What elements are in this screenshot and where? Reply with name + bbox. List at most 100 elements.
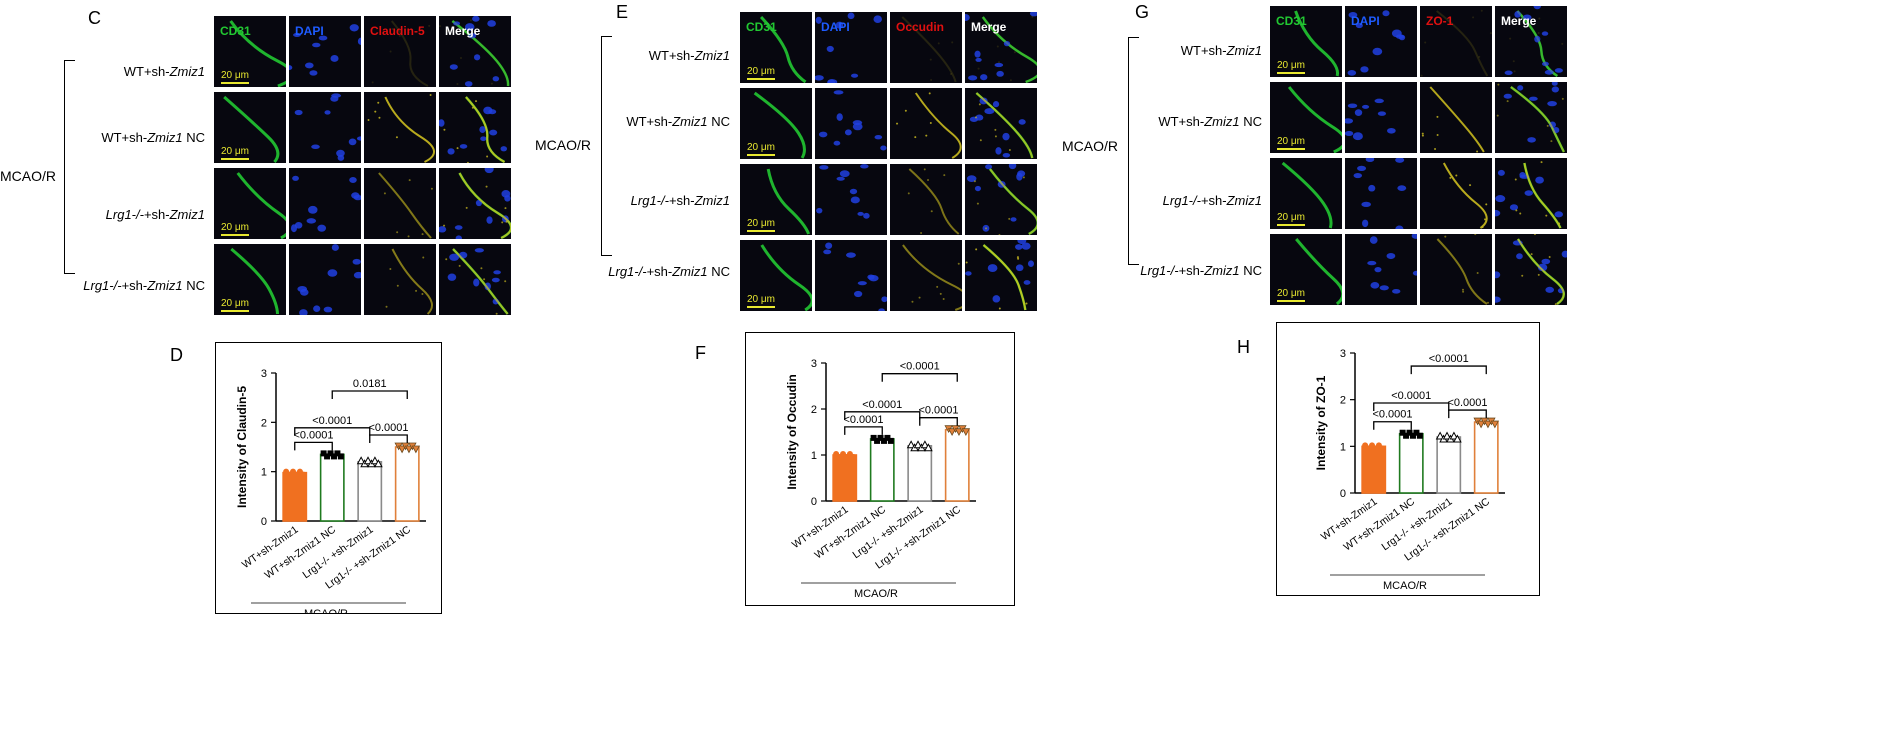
nucleus-stain bbox=[1021, 242, 1031, 250]
marker-speck bbox=[1444, 235, 1447, 238]
treatment-label: WT+sh- bbox=[123, 64, 170, 79]
micrograph-marker-row2 bbox=[364, 92, 436, 163]
nucleus-stain bbox=[1029, 12, 1037, 17]
marker-speck bbox=[1009, 79, 1012, 82]
data-point bbox=[913, 440, 923, 449]
nucleus-stain bbox=[1347, 103, 1358, 109]
micrograph-texture bbox=[1436, 234, 1490, 305]
nucleus-stain bbox=[968, 75, 978, 81]
nucleus-stain bbox=[833, 140, 841, 146]
micrograph-texture bbox=[901, 16, 957, 83]
data-point bbox=[1406, 429, 1413, 436]
nucleus-stain bbox=[995, 147, 1002, 155]
nucleus-stain bbox=[846, 252, 856, 258]
nucleus-stain bbox=[1397, 185, 1407, 192]
nucleus-stain bbox=[833, 90, 844, 95]
nucleus-stain bbox=[1345, 118, 1354, 124]
marker-stain bbox=[384, 96, 435, 163]
nucleus-stain bbox=[1522, 14, 1532, 21]
marker-speck bbox=[1515, 209, 1518, 212]
marker-speck bbox=[389, 267, 392, 270]
data-point bbox=[906, 440, 916, 449]
micrograph-texture bbox=[1294, 10, 1340, 77]
data-point bbox=[1453, 434, 1462, 443]
row-bracket bbox=[64, 60, 75, 274]
data-point bbox=[1399, 429, 1406, 436]
nucleus-stain bbox=[330, 54, 339, 62]
nucleus-stain bbox=[873, 15, 882, 24]
nucleus-stain bbox=[318, 35, 328, 41]
nucleus-stain bbox=[1348, 11, 1358, 19]
nucleus-stain bbox=[850, 196, 860, 204]
marker-speck bbox=[914, 136, 917, 139]
data-point bbox=[1490, 420, 1500, 429]
marker-speck bbox=[929, 58, 932, 61]
nucleus-stain bbox=[491, 277, 500, 283]
marker-speck bbox=[504, 280, 507, 283]
nucleus-stain bbox=[474, 248, 484, 253]
marker-speck bbox=[1537, 32, 1540, 35]
nucleus-stain bbox=[836, 176, 845, 181]
marker-speck bbox=[1476, 150, 1479, 153]
micrograph-dapi-row1: DAPI bbox=[289, 16, 361, 87]
gene-label: Zmiz1 bbox=[169, 207, 205, 222]
nucleus-stain bbox=[1535, 176, 1544, 184]
micrograph-texture bbox=[236, 172, 286, 239]
treatment-label: +sh- bbox=[1178, 263, 1205, 278]
nucleus-stain bbox=[867, 274, 875, 280]
marker-speck bbox=[1017, 257, 1020, 260]
y-tick-label: 0 bbox=[1340, 488, 1346, 500]
micrograph-marker-row1: ZO-1 bbox=[1420, 6, 1492, 77]
marker-speck bbox=[957, 262, 960, 265]
data-point bbox=[1403, 432, 1410, 439]
channel-header-marker: Occudin bbox=[896, 20, 945, 34]
marker-stain bbox=[989, 168, 1037, 235]
y-tick-label: 3 bbox=[261, 368, 267, 380]
row-label-3: Lrg1-/-+sh-Zmiz1 bbox=[1092, 193, 1262, 208]
nucleus-stain bbox=[1561, 250, 1567, 258]
y-tick-label: 3 bbox=[811, 358, 817, 370]
nucleus-stain bbox=[1516, 253, 1523, 260]
marker-speck bbox=[943, 174, 946, 177]
micrograph-texture bbox=[1295, 238, 1342, 305]
comparison-bracket bbox=[294, 427, 371, 436]
nucleus-stain bbox=[349, 24, 359, 32]
micrograph-merge-row1: Merge bbox=[439, 16, 511, 87]
marker-speck bbox=[483, 278, 486, 281]
marker-speck bbox=[480, 267, 483, 270]
marker-speck bbox=[925, 134, 928, 137]
nucleus-stain bbox=[1377, 111, 1387, 116]
nucleus-stain bbox=[455, 235, 462, 239]
nucleus-stain bbox=[1382, 10, 1390, 17]
data-point bbox=[874, 437, 881, 444]
nucleus-stain bbox=[454, 225, 463, 230]
nucleus-stain bbox=[492, 76, 500, 82]
nucleus-stain bbox=[823, 249, 832, 255]
nucleus-stain bbox=[1017, 240, 1027, 245]
marker-speck bbox=[383, 192, 386, 195]
control-suffix: NC bbox=[707, 264, 730, 279]
nucleus-stain bbox=[1386, 252, 1396, 260]
marker-speck bbox=[395, 136, 398, 139]
gene-label: Zmiz1 bbox=[672, 264, 708, 279]
micrograph-marker-row4 bbox=[364, 244, 436, 315]
nucleus-stain bbox=[336, 149, 345, 157]
scale-bar-label: 20 μm bbox=[1277, 60, 1305, 71]
marker-speck bbox=[378, 116, 381, 119]
micrograph-texture bbox=[445, 248, 509, 315]
micrograph-merge-row4 bbox=[1495, 234, 1567, 305]
micrograph-dapi-row3 bbox=[1345, 158, 1417, 229]
marker-stain bbox=[982, 16, 1037, 83]
marker-speck bbox=[1521, 274, 1524, 277]
data-point bbox=[1416, 432, 1423, 439]
data-point bbox=[404, 445, 414, 454]
marker-speck bbox=[1489, 32, 1492, 35]
nucleus-stain bbox=[439, 119, 445, 127]
y-tick-label: 3 bbox=[1340, 348, 1346, 360]
marker-speck bbox=[985, 227, 988, 230]
marker-speck bbox=[1530, 253, 1533, 256]
nucleus-stain bbox=[349, 176, 357, 183]
marker-speck bbox=[1533, 234, 1536, 236]
data-point bbox=[961, 428, 971, 437]
nucleus-stain bbox=[1504, 70, 1513, 76]
